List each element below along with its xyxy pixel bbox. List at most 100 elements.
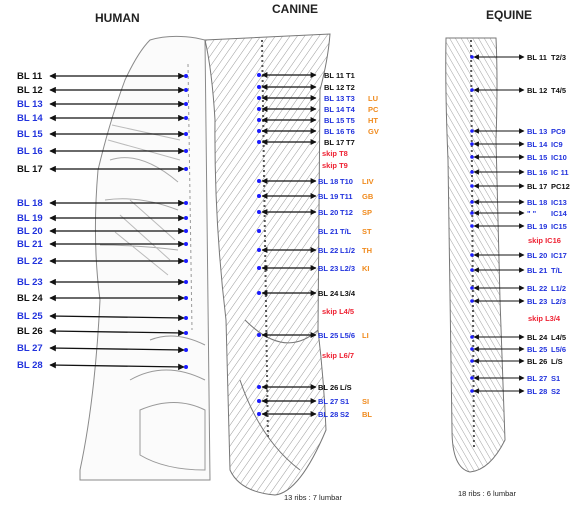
human-label: BL 12 — [17, 85, 43, 96]
equine-footnote: 18 ribs : 6 lumbar — [458, 489, 516, 498]
canine-skip-label: skip L6/7 — [322, 351, 354, 360]
canine-acupoint-dot — [257, 210, 261, 214]
canine-acupoint-dot — [257, 399, 261, 403]
canine-title: CANINE — [272, 2, 318, 16]
human-acupoint-dot — [184, 296, 188, 300]
equine-segment-label: S1 — [551, 374, 560, 383]
equine-bl-label: " " — [527, 209, 537, 218]
human-acupoint-dot — [184, 74, 188, 78]
canine-organ-label: KI — [362, 264, 370, 273]
human-acupoint-dot — [184, 216, 188, 220]
human-acupoint-dot — [184, 316, 188, 320]
human-label: BL 11 — [17, 71, 43, 82]
equine-segment-label: T/L — [551, 266, 563, 275]
canine-bl-label: BL 15 — [324, 116, 344, 125]
equine-acupoint-dot — [470, 286, 474, 290]
canine-bl-label: BL 22 — [318, 246, 338, 255]
equine-acupoint-dot — [470, 299, 474, 303]
canine-bl-label: BL 28 — [318, 410, 338, 419]
canine-bl-label: BL 21 — [318, 227, 338, 236]
canine-acupoint-dot — [257, 291, 261, 295]
canine-acupoint-dot — [257, 179, 261, 183]
canine-organ-label: LI — [362, 331, 369, 340]
canine-skip-label: skip T9 — [322, 161, 348, 170]
human-acupoint-dot — [184, 167, 188, 171]
equine-acupoint-dot — [470, 359, 474, 363]
human-title: HUMAN — [95, 11, 140, 25]
canine-bl-label: BL 11 — [324, 71, 344, 80]
equine-segment-label: L4/5 — [551, 333, 566, 342]
equine-bl-label: BL 19 — [527, 222, 547, 231]
equine-bl-label: BL 23 — [527, 297, 547, 306]
human-label: BL 15 — [17, 129, 43, 140]
canine-bl-label: BL 25 — [318, 331, 338, 340]
equine-segment-label: T2/3 — [551, 53, 566, 62]
canine-acupoint-dot — [257, 129, 261, 133]
canine-organ-label: BL — [362, 410, 372, 419]
equine-acupoint-dot — [470, 268, 474, 272]
human-back-drawing — [80, 36, 210, 480]
human-label: BL 24 — [17, 293, 43, 304]
human-acupoint-dot — [184, 365, 188, 369]
human-label: BL 16 — [17, 146, 43, 157]
equine-acupoint-dot — [470, 155, 474, 159]
canine-acupoint-dot — [257, 412, 261, 416]
equine-skip-label: skip L3/4 — [528, 314, 561, 323]
equine-bl-label: BL 28 — [527, 387, 547, 396]
equine-bl-label: BL 16 — [527, 168, 547, 177]
human-label: BL 22 — [17, 256, 43, 267]
canine-bl-label: BL 12 — [324, 83, 344, 92]
equine-bl-label: BL 15 — [527, 153, 547, 162]
equine-bl-label: BL 27 — [527, 374, 547, 383]
canine-acupoint-dot — [257, 96, 261, 100]
canine-segment-label: T7 — [346, 138, 355, 147]
equine-bl-label: BL 20 — [527, 251, 547, 260]
equine-segment-label: IC17 — [551, 251, 567, 260]
equine-bl-label: BL 12 — [527, 86, 547, 95]
human-acupoint-dot — [184, 149, 188, 153]
canine-spine-drawing — [205, 34, 330, 495]
human-label: BL 27 — [17, 343, 43, 354]
canine-bl-label: BL 27 — [318, 397, 338, 406]
human-acupoint-dot — [184, 132, 188, 136]
canine-organ-label: SI — [362, 397, 369, 406]
equine-segment-label: L1/2 — [551, 284, 566, 293]
human-label: BL 14 — [17, 113, 43, 124]
human-label: BL 21 — [17, 239, 43, 250]
canine-segment-label: L2/3 — [340, 264, 355, 273]
canine-acupoint-dot — [257, 248, 261, 252]
canine-acupoint-dot — [257, 266, 261, 270]
equine-segment-label: PC12 — [551, 182, 570, 191]
canine-segment-label: L1/2 — [340, 246, 355, 255]
equine-acupoint-dot — [470, 129, 474, 133]
equine-segment-label: IC9 — [551, 140, 563, 149]
canine-segment-label: T12 — [340, 208, 353, 217]
canine-organ-label: GV — [368, 127, 379, 136]
canine-segment-label: T5 — [346, 116, 355, 125]
equine-acupoint-dot — [470, 200, 474, 204]
canine-bl-label: BL 24 — [318, 289, 339, 298]
equine-acupoint-dot — [470, 376, 474, 380]
equine-segment-label: PC9 — [551, 127, 566, 136]
canine-bl-label: BL 18 — [318, 177, 338, 186]
canine-acupoint-dot — [257, 118, 261, 122]
canine-segment-label: T/L — [340, 227, 352, 236]
equine-bl-label: BL 26 — [527, 357, 547, 366]
equine-acupoint-dot — [470, 184, 474, 188]
canine-organ-label: SP — [362, 208, 372, 217]
equine-acupoint-dot — [470, 224, 474, 228]
human-label: BL 26 — [17, 326, 43, 337]
canine-bl-label: BL 19 — [318, 192, 338, 201]
equine-bl-label: BL 11 — [527, 53, 547, 62]
equine-acupoint-dot — [470, 211, 474, 215]
human-acupoint-dot — [184, 88, 188, 92]
canine-organ-label: HT — [368, 116, 378, 125]
human-label: BL 18 — [17, 198, 43, 209]
human-acupoint-dot — [184, 348, 188, 352]
human-label: BL 19 — [17, 213, 43, 224]
human-acupoint-dot — [184, 229, 188, 233]
canine-acupoint-dot — [257, 140, 261, 144]
canine-organ-label: LIV — [362, 177, 374, 186]
canine-segment-label: L/S — [340, 383, 352, 392]
